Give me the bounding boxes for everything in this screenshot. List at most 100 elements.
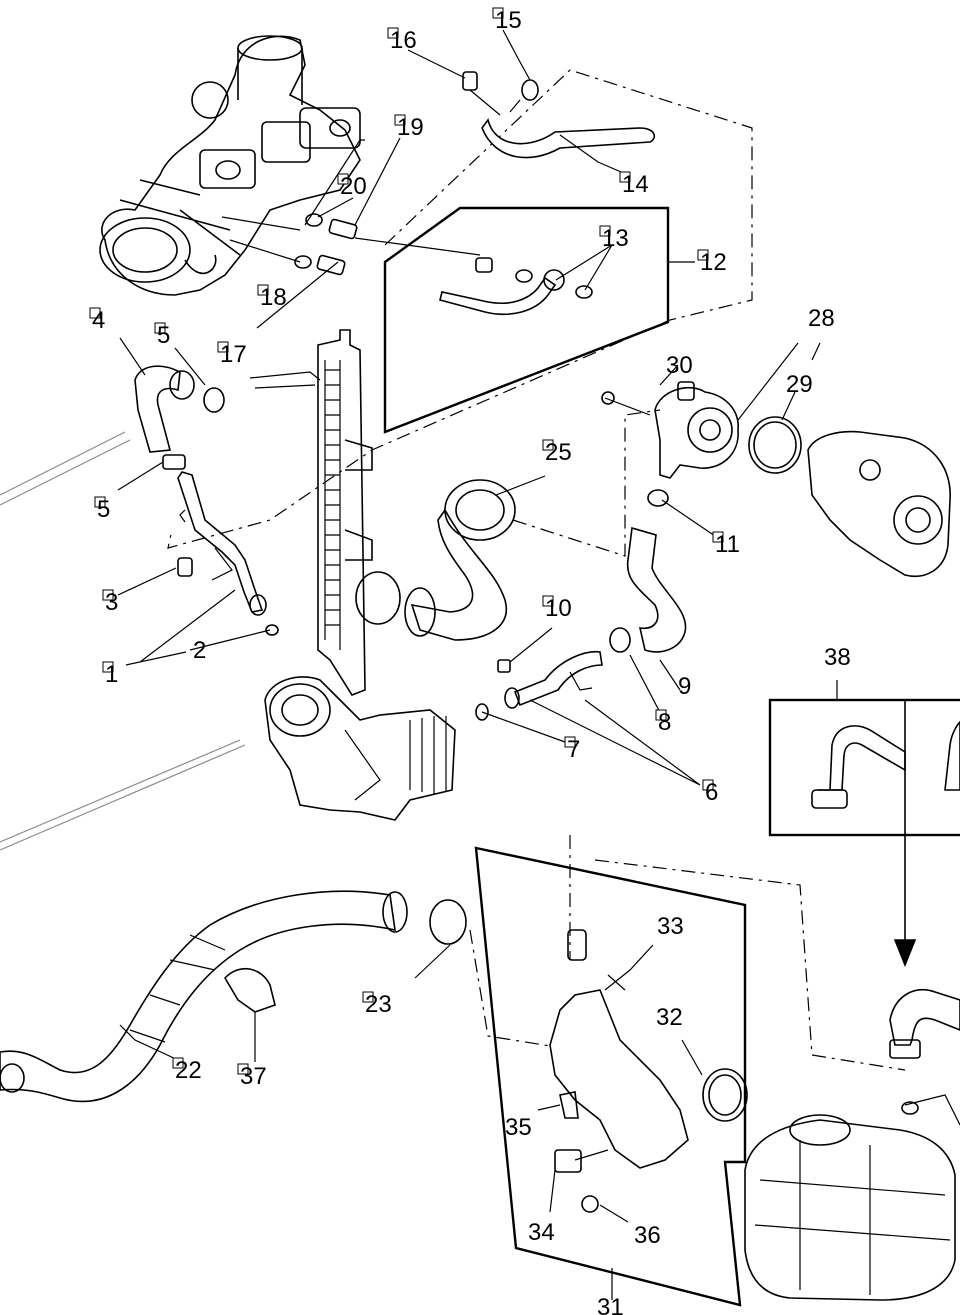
callout-c38: 38: [824, 644, 851, 671]
reservoir-dashed-lead: [594, 859, 906, 1071]
callout-marker: [655, 709, 667, 721]
callout-c35: 35: [505, 1114, 532, 1141]
callout-number: 35: [505, 1114, 532, 1141]
callout-c2: 2: [193, 637, 206, 664]
callout-marker: [337, 173, 349, 185]
pipe-and-fittings-group-12: [221, 71, 656, 316]
callout-number: 32: [656, 1004, 683, 1031]
callout-c25: 25: [542, 439, 572, 466]
callout-number: 3: [105, 589, 118, 616]
callout-c7: 7: [564, 736, 580, 763]
callout-marker: [89, 307, 101, 319]
callout-number: 9: [678, 673, 691, 700]
callout-marker: [94, 496, 106, 508]
callout-marker: [542, 439, 554, 451]
oil-filter-housing: [0, 431, 456, 851]
callout-c15: 15: [492, 7, 522, 34]
callout-marker: [394, 114, 406, 126]
callout-number: 29: [786, 371, 813, 398]
callout-c17: 17: [217, 341, 247, 368]
coolant-pipe-1: [177, 471, 279, 636]
callout-c36: 36: [634, 1222, 661, 1249]
callout-c10: 10: [542, 595, 572, 622]
callout-number: 13: [602, 225, 629, 252]
coolant-outlet-housing-31: [549, 929, 748, 1213]
callout-number: 1: [105, 661, 118, 688]
callout-number: 22: [175, 1057, 202, 1084]
callout-c13: 13: [599, 225, 629, 252]
callout-c18: 18: [257, 284, 287, 311]
callout-c1: 1: [102, 661, 118, 688]
callout-c12: 12: [697, 249, 727, 276]
callout-marker: [257, 284, 269, 296]
callout-c37: 37: [237, 1063, 267, 1090]
callout-c9: 9: [678, 673, 691, 700]
callout-number: 20: [340, 173, 367, 200]
callout-marker: [387, 27, 399, 39]
thermostat-housing-28: [601, 381, 739, 479]
callout-number: 10: [545, 595, 572, 622]
callout-marker: [697, 249, 709, 261]
callout-number: 17: [220, 341, 247, 368]
callout-c23: 23: [362, 991, 392, 1018]
callout-marker: [599, 225, 611, 237]
group-31-solid-box: [474, 846, 747, 1307]
callout-number: 12: [700, 249, 727, 276]
callout-number: 11: [715, 531, 740, 558]
thermostat-dashed-lead: [512, 409, 661, 557]
callout-number: 31: [597, 1294, 624, 1315]
callout-marker: [712, 531, 724, 543]
callout-c16: 16: [387, 27, 417, 54]
callout-marker: [542, 595, 554, 607]
callout-number: 16: [390, 27, 417, 54]
bypass-hose-9: [609, 489, 687, 653]
callout-marker: [217, 341, 229, 353]
callout-number: 28: [808, 305, 835, 332]
callout-number: 30: [666, 352, 693, 379]
callout-number: 25: [545, 439, 572, 466]
callout-c22: 22: [172, 1057, 202, 1084]
callout-number: 33: [657, 913, 684, 940]
callout-number: 5: [97, 496, 110, 523]
water-pump-housing: [807, 430, 951, 577]
callout-number: 34: [528, 1219, 555, 1246]
callout-marker: [362, 991, 374, 1003]
group-38-box: [768, 698, 960, 837]
oil-cooler-hose-6: [475, 650, 603, 721]
callout-c8: 8: [655, 709, 671, 736]
callout-marker: [102, 661, 114, 673]
callout-c19: 19: [394, 114, 424, 141]
callout-number: 37: [240, 1063, 267, 1090]
callout-marker: [102, 589, 114, 601]
callout-c29: 29: [786, 371, 813, 398]
callout-marker: [564, 736, 576, 748]
lower-radiator-hose-22: [0, 890, 467, 1103]
callout-c30: 30: [666, 352, 693, 379]
callout-number: 5: [157, 322, 170, 349]
callout-number: 36: [634, 1222, 661, 1249]
leader-lines: [117, 29, 838, 1300]
callout-c34: 34: [528, 1219, 555, 1246]
callout-marker: [154, 322, 166, 334]
callout-c11: 11: [712, 531, 740, 558]
callout-number: 18: [260, 284, 287, 311]
callout-number: 38: [824, 644, 851, 671]
thermostat-gasket-29: [748, 416, 802, 474]
callout-number: 8: [658, 709, 671, 736]
callout-marker: [237, 1063, 249, 1075]
callout-c31: 31: [597, 1294, 624, 1315]
upper-radiator-hose-25: [404, 479, 516, 641]
callout-marker: [492, 7, 504, 19]
callout-number: 6: [705, 779, 718, 806]
hose-variant-38: [811, 700, 960, 968]
group-12-solid-box: [383, 206, 670, 434]
callout-number: 15: [495, 7, 522, 34]
callout-labels: 1234556789101112131415161718192022232528…: [89, 7, 851, 1315]
callout-number: 23: [365, 991, 392, 1018]
callout-c33: 33: [657, 913, 684, 940]
callout-number: 7: [567, 736, 580, 763]
radiator: [249, 329, 401, 696]
callout-c28: 28: [808, 305, 835, 332]
callout-number: 19: [397, 114, 424, 141]
